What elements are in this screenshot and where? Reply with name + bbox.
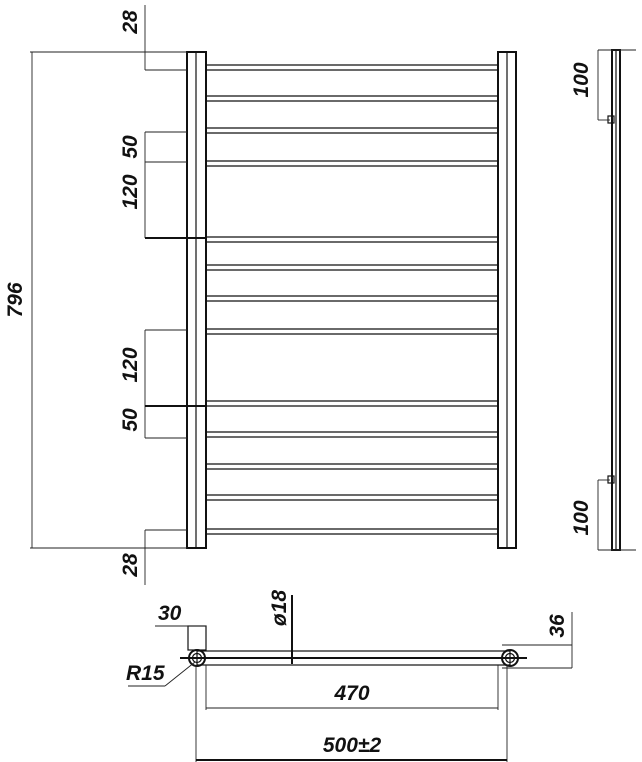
dim-36: 36	[546, 614, 569, 638]
dim-28-bottom: 28	[119, 553, 142, 578]
dim-28-top: 28	[119, 10, 142, 35]
top-view: 30 R15 ø18 36 470 500±2	[126, 590, 573, 762]
top-bracket	[607, 115, 615, 124]
right-mount	[501, 649, 519, 667]
dim-120-lower: 120	[119, 347, 142, 382]
dim-120-upper: 120	[119, 174, 142, 209]
dim-796: 796	[4, 282, 27, 317]
dim-30: 30	[158, 602, 182, 625]
right-mount-inner	[504, 652, 516, 664]
side-view: 100 100	[570, 49, 636, 551]
dim-d18: ø18	[268, 590, 291, 627]
dim-100-top: 100	[570, 62, 593, 97]
left-mount-inner	[191, 652, 203, 664]
leader	[164, 661, 196, 687]
dim-r15: R15	[126, 662, 165, 685]
bottom-bracket	[607, 475, 615, 484]
dim-50-upper: 50	[119, 135, 142, 159]
dim-470: 470	[333, 682, 369, 705]
rails	[206, 64, 498, 535]
dim-50-lower: 50	[119, 408, 142, 432]
front-dimensions: 796 28 50 120 120 50 28	[4, 5, 206, 585]
left-bracket	[187, 625, 207, 651]
dim-500: 500±2	[323, 734, 382, 757]
front-view	[186, 51, 517, 549]
dim-100-bottom: 100	[570, 500, 593, 535]
